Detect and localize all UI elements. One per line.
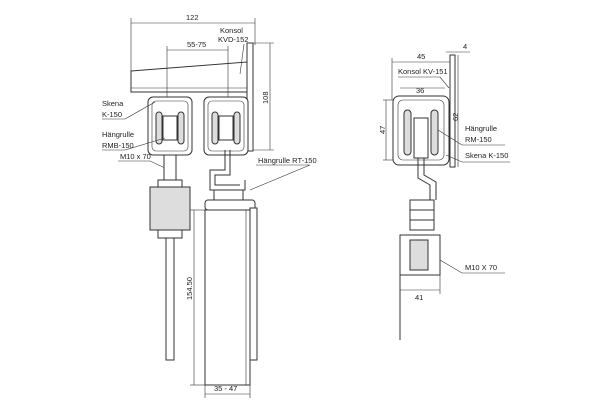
dim-4-label: 4: [463, 42, 467, 51]
konsol-bracket: [130, 61, 248, 93]
dim-55-75-label: 55-75: [187, 40, 206, 49]
wheel: [403, 109, 412, 156]
door-side-plate: [249, 207, 258, 361]
nut: [409, 199, 435, 211]
bolt-label-right: M10 X 70: [465, 263, 497, 272]
skena-label-1: Skena: [102, 99, 124, 108]
door-bracket: [204, 199, 256, 211]
dim-62-label: 62: [451, 113, 460, 121]
dim-35-47-label: 35 - 47: [214, 384, 237, 393]
bracket-plate: [246, 42, 254, 152]
left-view: 122 Konsol KVD-152 55-75 108 Skena K: [102, 13, 317, 398]
hangrulle-rmb-label-1: Hängrulle: [102, 130, 134, 139]
dim-36-label: 36: [416, 86, 424, 95]
dim-47-label: 47: [378, 126, 387, 134]
door-panel: [204, 209, 251, 386]
skena-k150-label: Skena K-150: [465, 151, 508, 160]
right-view: 45 4 Konsol KV-151 36 47 62 Hängrulle RM…: [378, 42, 510, 340]
konsol-label-2: KVD-152: [218, 35, 248, 44]
hanger-hook: [417, 158, 431, 200]
bracket-plate: [449, 54, 456, 168]
hangrulle-rmb-label-2: RMB-150: [102, 141, 134, 150]
konsol-label-1: Konsol: [220, 26, 243, 35]
dim-108-label: 108: [261, 91, 270, 104]
dim-45-label: 45: [417, 52, 425, 61]
hanger-hook: [209, 150, 246, 191]
wheel: [155, 111, 163, 145]
hanger-block: [149, 186, 191, 231]
dim-122-label: 122: [186, 13, 199, 22]
konsol-kv151-label: Konsol KV-151: [398, 67, 448, 76]
hangrulle-rm-label-2: RM-150: [465, 135, 492, 144]
dim-154-50-label: 154.50: [185, 277, 194, 300]
nut: [157, 179, 183, 188]
hangrulle-rm-label-1: Hängrulle: [465, 124, 497, 133]
skena-label-2: K-150: [102, 110, 122, 119]
nut: [213, 189, 244, 201]
threaded-rod: [165, 237, 175, 361]
bolt-left: [163, 154, 177, 181]
dim-41-label: 41: [415, 293, 423, 302]
bolt-label-left: M10 x 70: [120, 152, 151, 161]
hangrulle-rt-label: Hängrulle RT-150: [258, 156, 317, 165]
